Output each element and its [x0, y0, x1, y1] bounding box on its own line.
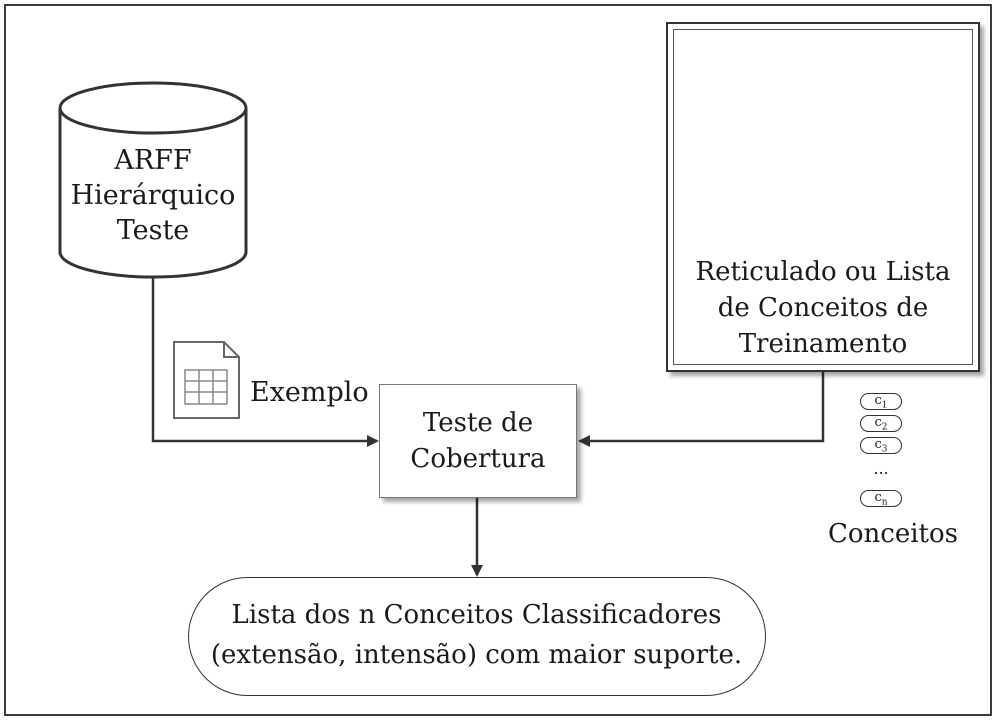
- database-cylinder: [58, 81, 248, 279]
- lattice-box: [666, 22, 980, 372]
- concept-ellipsis: ...: [873, 459, 889, 478]
- coverage-test-box: Teste de Cobertura: [379, 384, 577, 498]
- database-label-line-3: Teste: [116, 215, 190, 246]
- spreadsheet-document-icon: [173, 341, 240, 419]
- lattice-label-line-3: Treinamento: [738, 329, 908, 359]
- concept-chip-3: c3: [860, 437, 902, 455]
- result-terminator: Lista dos n Conceitos Classificadores (e…: [188, 577, 766, 696]
- lattice-label-line-2: de Conceitos de: [717, 293, 929, 323]
- result-line-2: (extensão, intensão) com maior suporte.: [210, 640, 743, 670]
- example-label: Exemplo: [250, 377, 369, 408]
- result-line-1: Lista dos n Conceitos Classificadores: [231, 600, 722, 630]
- connector-database-to-coverage: [151, 276, 379, 447]
- connector-lattice-to-coverage: [578, 372, 825, 447]
- concept-chip-n: cn: [860, 490, 902, 508]
- database-label-line-2: Hierárquico: [70, 180, 236, 211]
- diagram-frame: [4, 4, 992, 716]
- concept-chip-1: c1: [860, 393, 902, 411]
- lattice-box-label: Reticulado ou Lista de Conceitos de Trei…: [666, 254, 980, 362]
- coverage-test-line-2: Cobertura: [410, 444, 546, 474]
- coverage-test-label: Teste de Cobertura: [380, 405, 576, 477]
- coverage-test-line-1: Teste de: [422, 408, 534, 438]
- database-label-line-1: ARFF: [114, 145, 192, 176]
- concepts-label: Conceitos: [828, 519, 958, 549]
- lattice-label-line-1: Reticulado ou Lista: [695, 257, 951, 287]
- result-label: Lista dos n Conceitos Classificadores (e…: [189, 595, 764, 675]
- concept-chip-2: c2: [860, 415, 902, 433]
- database-label: ARFF Hierárquico Teste: [60, 143, 246, 248]
